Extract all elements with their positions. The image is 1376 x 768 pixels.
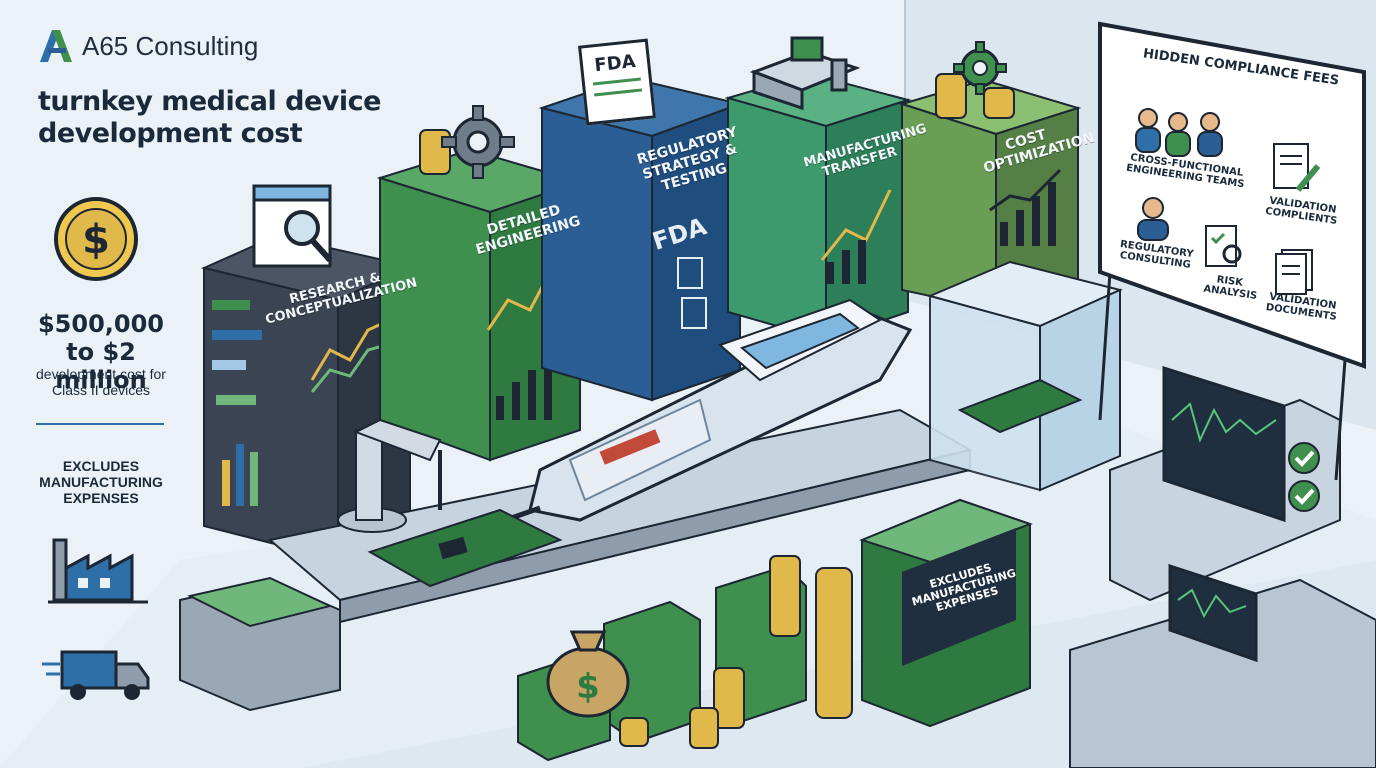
money-bag-icon: $	[546, 630, 630, 718]
money-stacks	[517, 498, 1033, 762]
test-chamber	[926, 260, 1124, 492]
magnifier-icon	[252, 184, 333, 268]
page-title: turnkey medical device development cost	[38, 86, 381, 149]
risk-clipboard-icon	[1205, 225, 1242, 267]
svg-text:$: $	[576, 667, 600, 707]
handheld-device	[499, 298, 913, 525]
cost-range: $500,000 to $2 million	[37, 310, 164, 394]
robotic-arm	[337, 418, 442, 533]
consultant-icon	[1137, 197, 1169, 241]
fda-document: FDA	[578, 38, 656, 126]
factory-icon	[48, 538, 148, 604]
gear-icon	[441, 105, 515, 179]
a65-logo-icon	[40, 30, 72, 62]
coin-dollar-icon: $	[54, 197, 138, 281]
fda-text: FDA	[593, 51, 637, 77]
manufacturing-block	[724, 72, 912, 342]
factory-rooftop-icon	[749, 36, 860, 111]
cost-note: development cost for Class II devices	[36, 366, 166, 398]
document-pencil-icon	[1273, 143, 1321, 192]
delivery-truck-icon	[42, 650, 150, 700]
regulatory-block	[538, 76, 744, 402]
checkmark-icon	[1288, 480, 1320, 512]
team-people-icon	[1135, 108, 1223, 157]
documents-icon	[1275, 249, 1313, 295]
brand-name: A65 Consulting	[82, 30, 259, 61]
exclusion-note: EXCLUDES MANUFACTURING EXPENSES	[39, 458, 163, 506]
workstation	[1069, 365, 1376, 768]
gear-icon	[953, 41, 1007, 95]
checkmark-icon	[1288, 442, 1320, 474]
svg-text:$: $	[82, 217, 110, 263]
divider	[36, 423, 164, 425]
brand-logo[interactable]: A65 Consulting	[36, 28, 258, 64]
